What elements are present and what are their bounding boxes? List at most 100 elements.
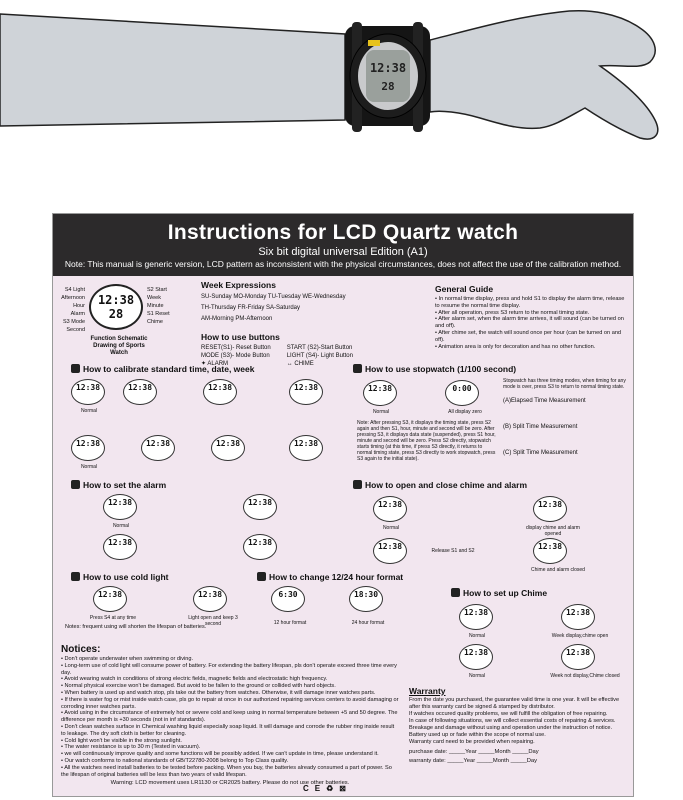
stopwatch-note: Note: After pressing S3, it displays the… [357, 420, 496, 462]
notice-item: • All the watches need install batteries… [61, 764, 392, 778]
notice-item: • If there is water fog or mist inside w… [61, 696, 399, 710]
notice-item: • When battery is used up and watch stop… [61, 689, 376, 696]
chime-alarm-heading: How to open and close chime and alarm [353, 480, 527, 490]
set-chime-heading: How to set up Chime [451, 588, 547, 598]
warranty-date: warranty date: _____Year _____Month ____… [409, 758, 538, 764]
lcd-step: 12:38 [289, 435, 323, 461]
lcd-caption-display-chime: display chime and alarm opened [526, 525, 580, 537]
week-row-2: TH-Thursday FR-Friday SA-Saturday [201, 305, 301, 311]
certification-marks: CE♻⊠ [303, 784, 352, 793]
warranty-text: Warranty card need to be provided when r… [409, 739, 535, 745]
cold-light-diagrams: 12:38 Press S4 at any time 12:38 Light o… [63, 584, 253, 642]
week-row-1: SU-Sunday MO-Monday TU-Tuesday WE-Wednes… [201, 294, 346, 300]
schematic-watch-face: 12:38 28 [89, 284, 143, 330]
instruction-sheet: Instructions for LCD Quartz watch Six bi… [52, 213, 634, 797]
schematic-lcd: 12:38 28 [97, 293, 135, 321]
lcd-step: 12:38 [561, 604, 595, 630]
lcd-caption-press-s4: Press S4 at any time [89, 615, 137, 621]
lcd-step: 12:38 [203, 379, 237, 405]
label-s2-start: S2 Start [147, 287, 167, 293]
notice-item: • Our watch conforms to national standar… [61, 757, 289, 764]
lcd-caption-week-open: Week display,chime open [551, 633, 609, 639]
lcd-step: 12:38 [71, 435, 105, 461]
wrist-watch-illustration: 12:38 28 [0, 10, 659, 140]
stopwatch-heading: How to use stopwatch (1/100 second) [353, 364, 516, 374]
warranty-section: Warranty From the date you purchased, th… [409, 686, 629, 764]
alarm-icon [71, 480, 80, 489]
stopwatch-mode-c: (C) Split Time Measurement [503, 450, 578, 456]
battery-warning: Warning: LCD movement uses LR1130 or CR2… [110, 780, 350, 787]
label-s4-light: S4 Light [64, 287, 85, 293]
label-minute: Minute [147, 303, 164, 309]
lcd-step: 12:38 [103, 534, 137, 560]
lcd-step: 12:38 [459, 644, 493, 670]
guide-item: • In normal time display, press and hold… [435, 296, 625, 309]
lcd-step: 12:38 [459, 604, 493, 630]
bin-icon: ⊠ [339, 784, 352, 793]
lcd-caption-normal: Normal [468, 633, 486, 639]
lcd-step: 12:38 [193, 586, 227, 612]
general-guide: General Guide • In normal time display, … [435, 284, 629, 350]
recycle-icon: ♻ [326, 784, 340, 793]
cold-light-icon [71, 572, 80, 581]
warranty-text: From the date you purchased, the guarant… [409, 697, 620, 710]
svg-text:28: 28 [381, 80, 394, 93]
page-title: Instructions for LCD Quartz watch [167, 221, 519, 244]
lcd-step: 12:38 [561, 644, 595, 670]
hour-format-diagrams: 6:30 12 hour format 18:30 24 hour format [257, 584, 447, 642]
calibrate-heading: How to calibrate standard time, date, we… [71, 364, 254, 374]
alarm-diagrams: 12:38 Normal 12:38 12:38 12:38 [63, 492, 343, 572]
alarm-title: How to set the alarm [83, 480, 167, 490]
lcd-caption-week-closed: Week not display,Chime closed [550, 673, 620, 679]
lcd-caption-normal: Normal [80, 408, 98, 414]
label-second: Second [66, 327, 85, 333]
label-afternoon-hour: Afternoon Hour [61, 295, 85, 309]
lcd-step: 12:38 [141, 435, 175, 461]
lcd-step: 12:38 [71, 379, 105, 405]
lcd-step: 12:38 [243, 534, 277, 560]
notice-item: • Normal physical exercise won't be dama… [61, 683, 336, 690]
notice-item: • Avoid using in the circumstance of ext… [61, 710, 398, 724]
stopwatch-icon [353, 364, 362, 373]
lcd-caption-normal: Normal [80, 464, 98, 470]
lcd-12-hour: 6:30 [271, 586, 305, 612]
page-note: Note: This manual is generic version, LC… [64, 259, 622, 269]
guide-item: • After all operation, press S3 return t… [435, 309, 590, 316]
light-note: Notes: frequent using will shorten the l… [65, 624, 207, 630]
function-schematic: S4 Light Afternoon Hour Alarm S3 Mode Se… [57, 284, 177, 356]
notices-title: Notices: [61, 644, 101, 655]
cold-light-title: How to use cold light [83, 572, 169, 582]
stopwatch-title: How to use stopwatch (1/100 second) [365, 364, 517, 374]
schematic-caption: Function Schematic Drawing of Sports Wat… [90, 336, 148, 356]
lcd-step: 12:38 [373, 496, 407, 522]
lcd-step: 12:38 [93, 586, 127, 612]
guide-item: • After alarm set, when the alarm time a… [435, 316, 624, 330]
hour-format-icon [257, 572, 266, 581]
lcd-caption-normal: Normal [382, 525, 400, 531]
button-light: LIGHT (S4)- Light Button [286, 353, 353, 359]
lcd-step: 12:38 [289, 379, 323, 405]
svg-text:12:38: 12:38 [370, 61, 406, 75]
notices-section: Notices: • Don't operate underwater when… [61, 644, 399, 786]
buttons-section: How to use buttons RESET(S1)- Reset Butt… [201, 332, 421, 368]
warranty-text: Breakage and damage without using and op… [409, 725, 613, 731]
set-chime-title: How to set up Chime [463, 588, 548, 598]
label-s3-mode: S3 Mode [62, 319, 85, 325]
lcd-step: 12:38 [211, 435, 245, 461]
lcd-step: 12:38 [533, 496, 567, 522]
lcd-step: 12:38 [533, 538, 567, 564]
lcd-caption-normal: Normal [112, 523, 130, 529]
calibrate-title: How to calibrate standard time, date, we… [83, 364, 255, 374]
button-alarm: ✦ ALARM [201, 361, 229, 367]
label-week: Week [147, 295, 161, 301]
set-chime-icon [451, 588, 460, 597]
week-title: Week Expressions [201, 280, 276, 290]
notice-item: • Avoid wearing watch in conditions of s… [61, 676, 328, 683]
guide-title: General Guide [435, 284, 494, 294]
page-subtitle: Six bit digital universal Edition (A1) [258, 246, 428, 258]
lcd-caption-light-open: Light open and keep 3 second [188, 615, 238, 627]
week-expressions: Week Expressions SU-Sunday MO-Monday TU-… [201, 280, 421, 322]
schematic-labels-left: S4 Light Afternoon Hour Alarm S3 Mode Se… [57, 286, 85, 334]
button-chime: ↔ CHIME [286, 361, 314, 367]
set-chime-diagrams: 12:38 Normal 12:38 Week display,chime op… [451, 602, 631, 682]
